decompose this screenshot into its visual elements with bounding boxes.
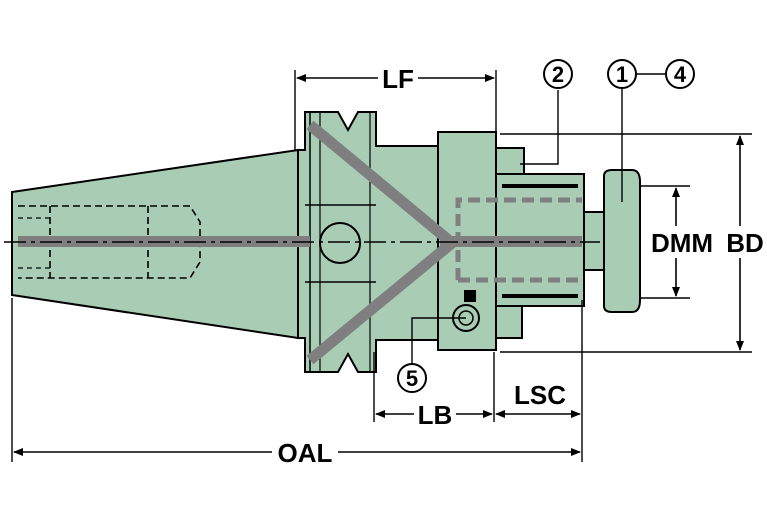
callout-4: 4 [665, 59, 695, 89]
callout-5: 5 [397, 363, 427, 393]
tool-stop [583, 169, 641, 313]
callout-5-text: 5 [406, 366, 418, 391]
dim-label-lf: LF [382, 64, 414, 94]
dimension-lines [13, 74, 744, 456]
callout-1: 1 [607, 59, 637, 89]
leader-lines [411, 73, 666, 364]
extension-lines [11, 70, 752, 462]
dim-label-oal: OAL [278, 438, 333, 468]
dim-label-lsc: LSC [514, 380, 566, 410]
dim-label-dmm: DMM [651, 228, 713, 258]
callout-1-text: 1 [616, 62, 628, 87]
callout-4-text: 4 [674, 62, 687, 87]
dim-label-bd: BD [726, 228, 764, 258]
callout-2: 2 [543, 59, 573, 89]
dim-label-lb: LB [418, 400, 453, 430]
callout-2-text: 2 [552, 62, 564, 87]
